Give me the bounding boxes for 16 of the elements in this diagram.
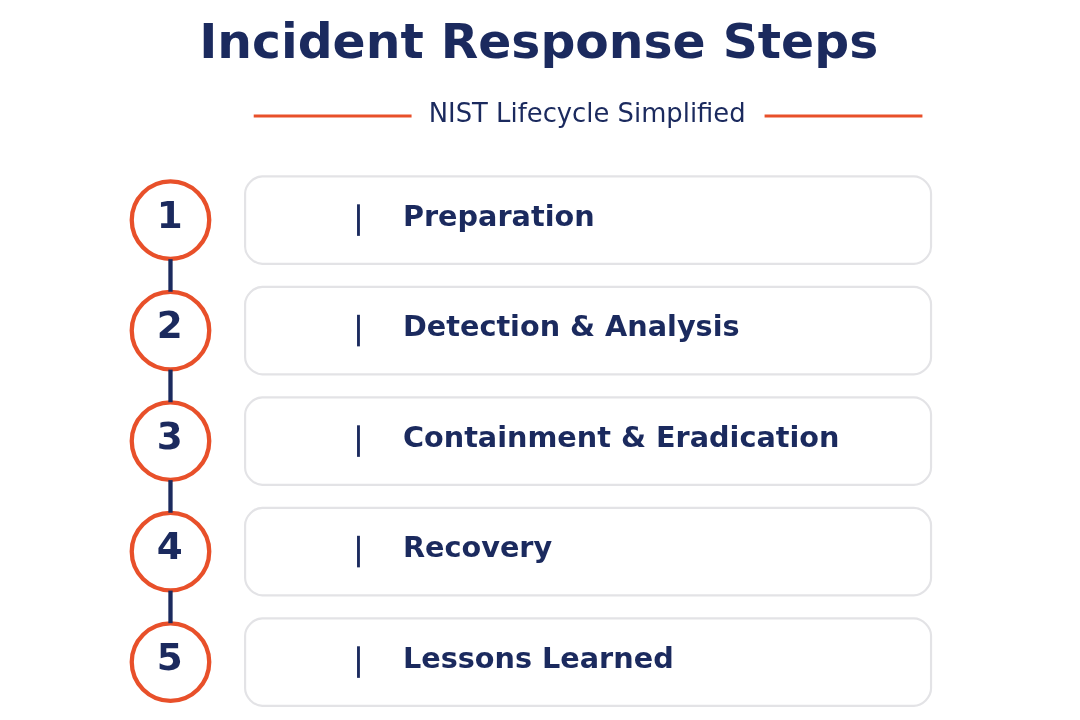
node-circle: 2 — [129, 289, 212, 372]
node-circle: 5 — [129, 621, 212, 703]
connector — [168, 590, 173, 624]
diagram-title: Incident Response Steps — [199, 12, 879, 70]
label: NIST Lifecycle Simplified — [428, 98, 746, 129]
node-box: Preparation — [244, 175, 933, 265]
node-circle: 3 — [129, 400, 212, 482]
connector — [168, 369, 173, 403]
node-box: Lessons Learned — [244, 617, 933, 707]
node-circle: 1 — [129, 179, 212, 261]
node-box: Detection & Analysis — [244, 285, 933, 376]
connector — [168, 259, 173, 292]
node-box: Containment & Eradication — [244, 396, 933, 486]
connector — [168, 480, 173, 513]
node-circle: 4 — [129, 510, 212, 593]
node-box: Recovery — [244, 506, 933, 597]
